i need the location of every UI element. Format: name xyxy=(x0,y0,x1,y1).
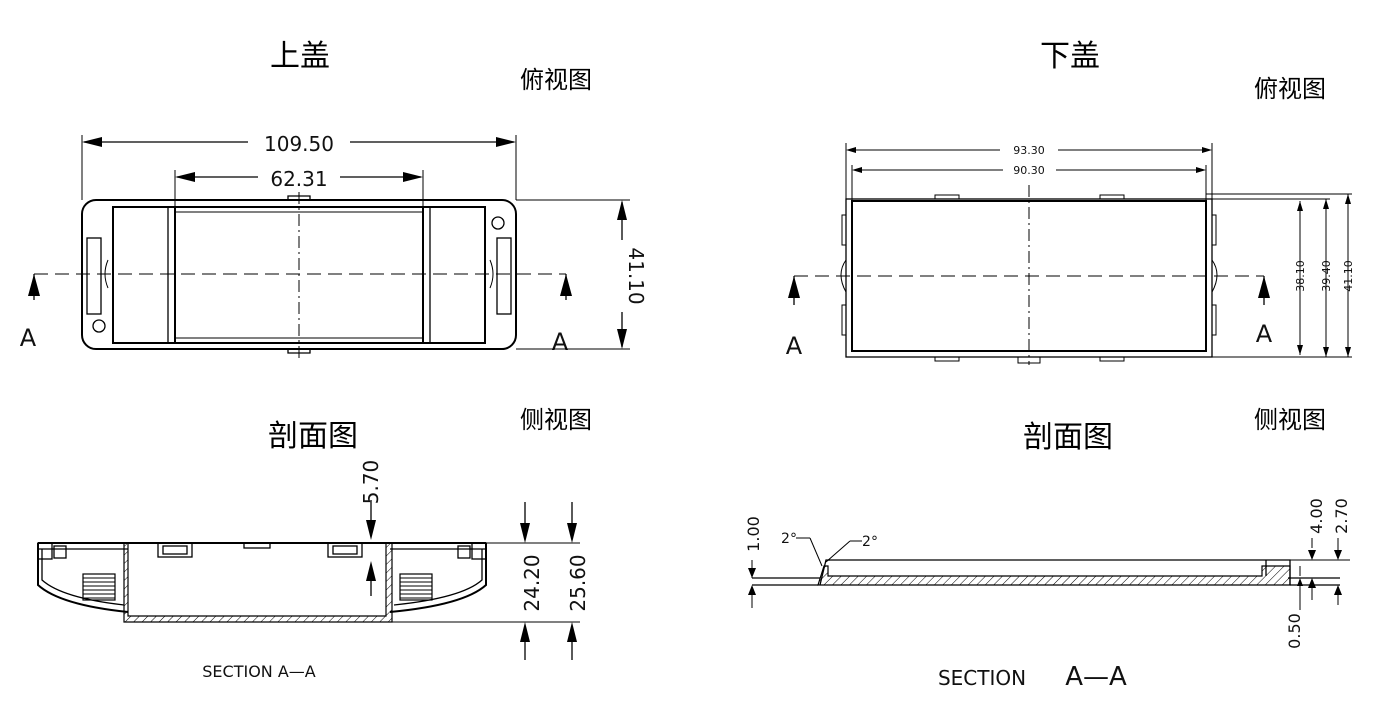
upper-top-view: 109.50 62.31 xyxy=(20,132,648,358)
dim-width-c: 41.10 xyxy=(1342,260,1355,292)
lower-top-view-label: 俯视图 xyxy=(1254,75,1326,103)
section-arrow-icon xyxy=(788,276,800,298)
arrow-icon xyxy=(1308,550,1316,560)
section-marker-left: A xyxy=(20,324,37,352)
upper-cover: 上盖 俯视图 109.50 62.31 xyxy=(20,39,648,681)
section-arrow-icon xyxy=(1258,276,1270,298)
upper-cover-title: 上盖 xyxy=(270,39,330,74)
upper-section-title: 剖面图 xyxy=(268,419,358,454)
arrow-icon xyxy=(520,523,530,543)
arrow-icon xyxy=(1323,199,1329,209)
arrow-icon xyxy=(846,147,856,153)
section-marker-right: A xyxy=(552,328,569,356)
dim-thickness: 0.50 xyxy=(1285,613,1304,649)
dim-overall-width: 41.10 xyxy=(624,247,648,304)
arrow-icon xyxy=(1308,578,1316,588)
dim-height-a: 24.20 xyxy=(520,554,544,611)
dim-height-b: 2.70 xyxy=(1332,498,1351,534)
arrow-icon xyxy=(520,622,530,642)
upper-side-view-label: 侧视图 xyxy=(520,406,592,434)
arrow-icon xyxy=(748,585,756,595)
dim-length-a: 93.30 xyxy=(1013,144,1045,157)
section-arrow-icon xyxy=(560,274,572,296)
arrow-icon xyxy=(1323,347,1329,357)
section-marker-left: A xyxy=(786,332,803,360)
arrow-icon xyxy=(1202,147,1212,153)
arrow-icon xyxy=(1196,167,1206,173)
arrow-icon xyxy=(366,520,376,540)
dim-overall-length: 109.50 xyxy=(264,132,334,156)
dim-depth: 5.70 xyxy=(359,460,383,505)
lower-section-view: 1.00 2° 2° 4.00 2.70 0.50 SECTION xyxy=(744,498,1351,692)
lower-top-view: 93.30 90.30 xyxy=(786,143,1355,365)
screw-hole-icon xyxy=(491,216,505,230)
dim-height-a: 4.00 xyxy=(1307,498,1326,534)
arrow-icon xyxy=(366,561,376,581)
upper-section-caption: SECTION A—A xyxy=(202,662,316,681)
arrow-icon xyxy=(1345,347,1351,357)
arrow-icon xyxy=(82,137,102,147)
arrow-icon xyxy=(567,523,577,543)
screw-hole-icon xyxy=(92,319,106,333)
arrow-icon xyxy=(1297,201,1303,211)
lower-cover: 下盖 俯视图 93.30 90.30 xyxy=(744,39,1355,692)
angle-left: 2° xyxy=(781,531,797,547)
arrow-icon xyxy=(1345,194,1351,204)
section-arrow-icon xyxy=(28,274,40,296)
arrow-icon xyxy=(748,568,756,578)
lower-side-view-label: 侧视图 xyxy=(1254,406,1326,434)
dim-height-b: 25.60 xyxy=(566,554,590,611)
arrow-icon xyxy=(403,172,423,182)
arrow-icon xyxy=(1297,578,1303,586)
section-marker-right: A xyxy=(1256,320,1273,348)
lower-section-caption-word: SECTION xyxy=(938,666,1026,690)
dim-width-a: 38.10 xyxy=(1294,260,1307,292)
dim-step: 1.00 xyxy=(744,516,763,552)
angle-right: 2° xyxy=(862,534,878,550)
arrow-icon xyxy=(617,200,627,220)
arrow-icon xyxy=(1334,585,1342,595)
lower-cover-title: 下盖 xyxy=(1040,39,1100,74)
arrow-icon xyxy=(175,172,195,182)
dim-inner-length: 62.31 xyxy=(270,167,327,191)
arrow-icon xyxy=(1297,345,1303,355)
arrow-icon xyxy=(567,622,577,642)
arrow-icon xyxy=(1334,550,1342,560)
arrow-icon xyxy=(617,329,627,349)
arrow-icon xyxy=(852,167,862,173)
upper-top-view-label: 俯视图 xyxy=(520,66,592,94)
lower-section-title: 剖面图 xyxy=(1023,420,1113,455)
dim-length-b: 90.30 xyxy=(1013,164,1045,177)
arrow-icon xyxy=(496,137,516,147)
dim-width-b: 39.40 xyxy=(1320,260,1333,292)
upper-section-view: 5.70 24.20 25.60 SECTION A—A xyxy=(37,460,590,681)
lower-section-caption-id: A—A xyxy=(1065,662,1127,692)
